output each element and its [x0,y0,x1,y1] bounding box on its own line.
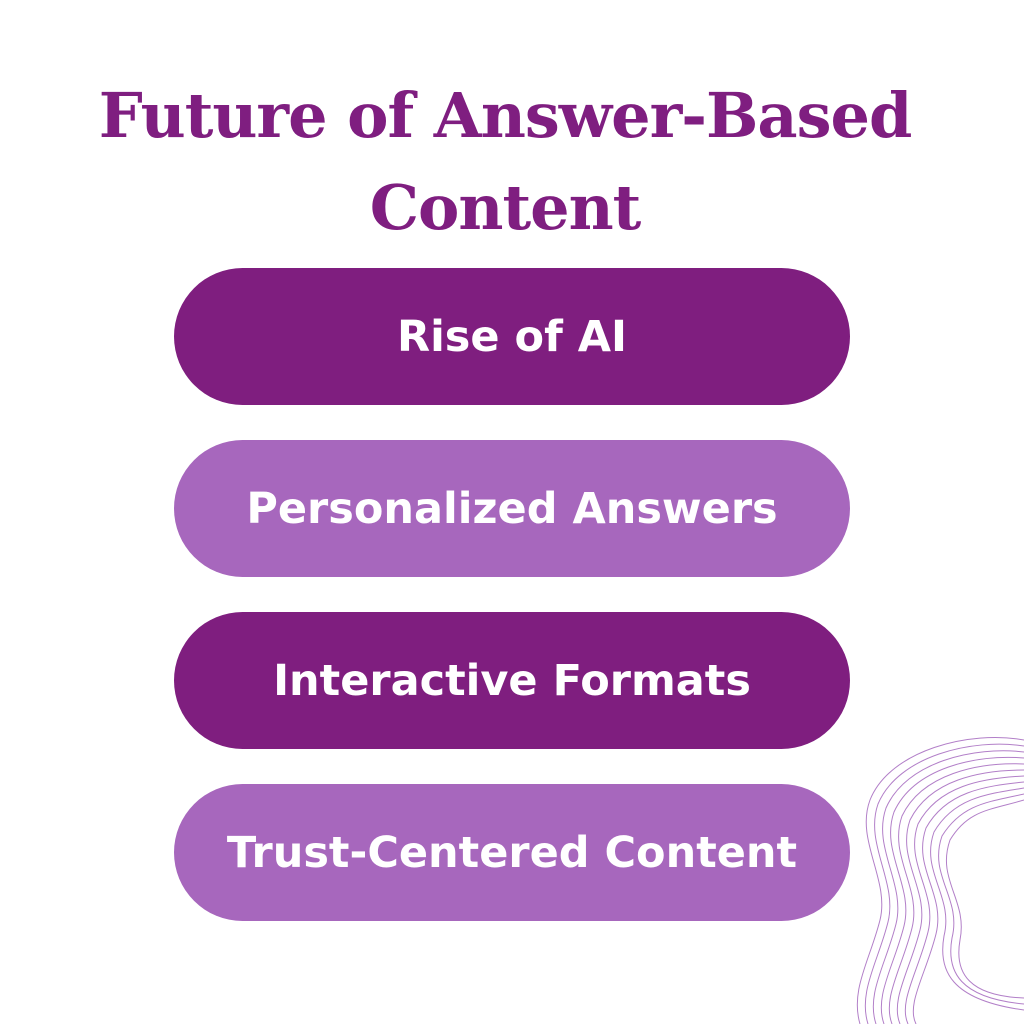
title-line-1: Future of Answer-Based [98,79,913,152]
item-interactive-formats: Interactive Formats [174,612,850,749]
wavy-lines-icon [856,737,1024,1024]
title-line-2: Content [369,171,642,244]
item-label: Rise of AI [396,311,628,362]
item-label: Personalized Answers [246,483,778,534]
item-rise-of-ai: Rise of AI [174,268,850,405]
page-title: Future of Answer-Based Content [0,70,1010,254]
item-trust-centered-content: Trust-Centered Content [174,784,850,921]
item-personalized-answers: Personalized Answers [174,440,850,577]
item-label: Trust-Centered Content [226,827,798,878]
item-label: Interactive Formats [273,655,751,706]
